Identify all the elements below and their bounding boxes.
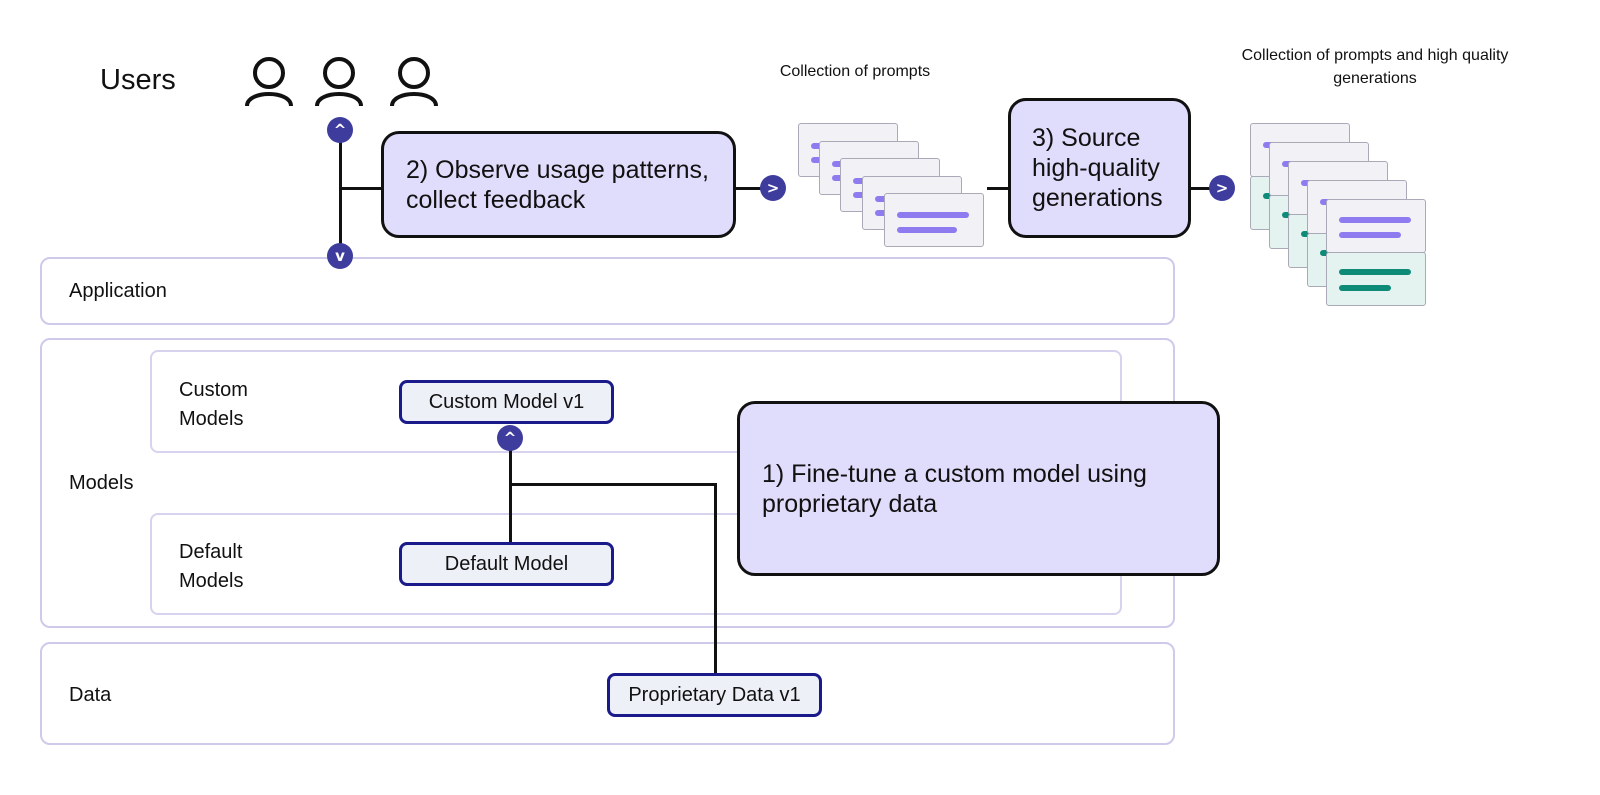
prompts-collection-caption: Collection of prompts [779, 63, 931, 80]
users-label: Users [100, 64, 176, 96]
step3-source-generations: 3) Source high-quality generations [1008, 98, 1191, 238]
prompts-to-step3-connector [987, 187, 1009, 190]
step2-observe-usage: 2) Observe usage patterns, collect feedb… [381, 131, 736, 238]
arrow-right-icon: > [1209, 175, 1235, 201]
data-horizontal-connector [509, 483, 717, 486]
user-icon [390, 57, 438, 107]
step2-right-connector [735, 187, 765, 190]
generation-card [1326, 252, 1426, 306]
data-vertical-connector [714, 483, 717, 675]
prompt-card [884, 193, 984, 247]
prompts-generations-caption: Collection of prompts and high quality g… [1241, 47, 1509, 87]
application-lane-label: Application [69, 280, 167, 302]
user-icon [315, 57, 363, 107]
step3-right-connector [1190, 187, 1212, 190]
default-model-box: Default Model [399, 542, 614, 586]
custom-models-label: Custom Models [179, 379, 248, 430]
arrow-up-icon: ^ [497, 425, 523, 451]
user-icon [245, 57, 293, 107]
arrow-up-icon: ^ [327, 117, 353, 143]
models-lane-label: Models [69, 472, 134, 494]
users-vertical-connector [339, 130, 342, 257]
users-icon-group [240, 54, 445, 110]
step2-left-connector [341, 187, 383, 190]
application-lane [40, 257, 1175, 325]
arrow-down-icon: v [327, 243, 353, 269]
proprietary-data-box: Proprietary Data v1 [607, 673, 822, 717]
data-lane-label: Data [69, 684, 112, 706]
prompt-card [1326, 199, 1426, 253]
step1-fine-tune: 1) Fine-tune a custom model using propri… [737, 401, 1220, 576]
default-models-label: Default Models [179, 541, 244, 592]
custom-model-box: Custom Model v1 [399, 380, 614, 424]
model-vertical-connector [509, 437, 512, 544]
arrow-right-icon: > [760, 175, 786, 201]
